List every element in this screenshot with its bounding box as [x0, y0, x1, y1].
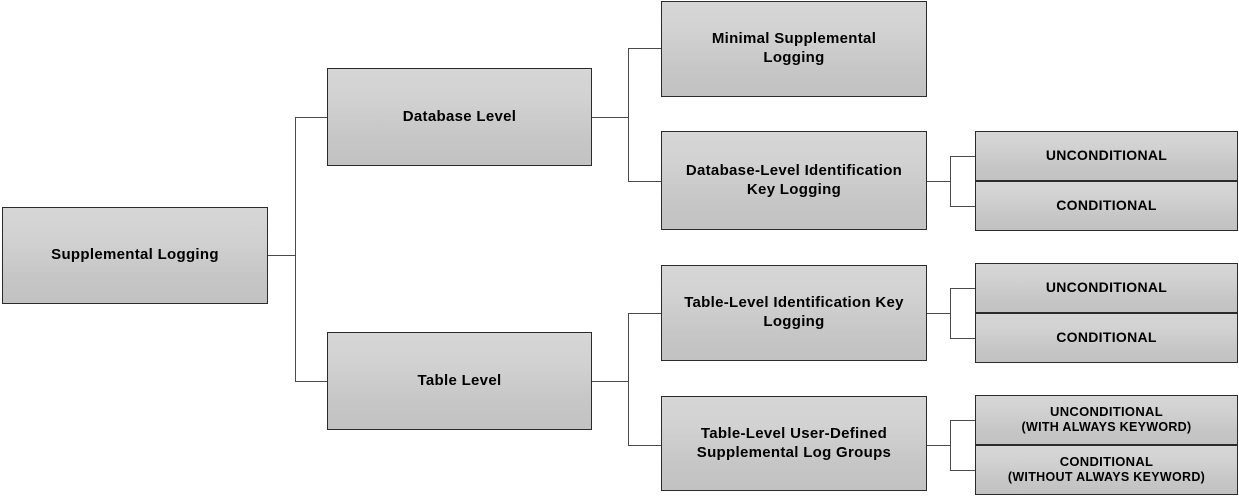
- connector-table-level-trunk: [628, 313, 629, 446]
- node-table-key-conditional[interactable]: CONDITIONAL: [975, 313, 1238, 363]
- node-label: CONDITIONAL: [1056, 197, 1157, 214]
- node-label: Database-Level Identification Key Loggin…: [685, 161, 903, 198]
- connector-log-groups-trunk: [950, 420, 951, 470]
- connector-table-key-stub: [927, 313, 951, 314]
- connector-to-table-level: [295, 381, 328, 382]
- node-label: CONDITIONAL: [1059, 454, 1154, 470]
- connector-db-key-to-unconditional: [950, 156, 976, 157]
- node-label: Table-Level User-Defined Supplemental Lo…: [696, 424, 892, 461]
- node-log-groups-unconditional[interactable]: UNCONDITIONAL (WITH ALWAYS KEYWORD): [975, 395, 1238, 445]
- node-label-wrap: CONDITIONAL (WITHOUT ALWAYS KEYWORD): [1000, 438, 1213, 498]
- connector-log-groups-stub: [927, 445, 951, 446]
- node-label: UNCONDITIONAL: [1045, 147, 1168, 164]
- node-database-level[interactable]: Database Level: [327, 68, 592, 166]
- connector-db-key-trunk: [950, 156, 951, 206]
- node-label-wrap: UNCONDITIONAL (WITH ALWAYS KEYWORD): [1014, 388, 1200, 452]
- node-label: Database Level: [402, 107, 517, 125]
- node-label: Table-Level Identification Key Logging: [684, 294, 904, 330]
- connector-to-minimal-supplemental-logging: [628, 48, 662, 49]
- connector-table-key-to-conditional: [950, 338, 976, 339]
- connector-to-table-identification-key-logging: [628, 313, 662, 314]
- node-label: Table Level: [417, 371, 502, 389]
- node-label: Minimal Supplemental Logging: [711, 30, 877, 66]
- connector-to-database-identification-key-logging: [628, 181, 662, 182]
- connector-db-key-to-conditional: [950, 206, 976, 207]
- node-minimal-supplemental-logging[interactable]: Minimal Supplemental Logging: [661, 1, 927, 97]
- connector-database-level-stub: [592, 117, 629, 118]
- node-table-level[interactable]: Table Level: [327, 332, 592, 430]
- connector-to-database-level: [295, 117, 328, 118]
- connector-table-key-trunk: [950, 288, 951, 338]
- connector-root-trunk: [295, 117, 296, 382]
- node-label: CONDITIONAL: [1056, 329, 1157, 346]
- node-supplemental-logging[interactable]: Supplemental Logging: [2, 207, 268, 304]
- node-sublabel: (WITHOUT ALWAYS KEYWORD): [1007, 470, 1206, 485]
- connector-table-key-to-unconditional: [950, 288, 976, 289]
- node-log-groups-conditional[interactable]: CONDITIONAL (WITHOUT ALWAYS KEYWORD): [975, 445, 1238, 495]
- connector-database-level-trunk: [628, 48, 629, 182]
- node-db-key-unconditional[interactable]: UNCONDITIONAL: [975, 131, 1238, 181]
- connector-table-level-stub: [592, 381, 629, 382]
- node-label: UNCONDITIONAL: [1045, 279, 1168, 296]
- connector-root-stub: [268, 255, 296, 256]
- node-table-level-user-defined-supplemental-log-groups[interactable]: Table-Level User-Defined Supplemental Lo…: [661, 396, 927, 491]
- node-database-level-identification-key-logging[interactable]: Database-Level Identification Key Loggin…: [661, 131, 927, 230]
- node-sublabel: (WITH ALWAYS KEYWORD): [1021, 420, 1192, 435]
- node-db-key-conditional[interactable]: CONDITIONAL: [975, 181, 1238, 231]
- connector-to-table-user-defined-log-groups: [628, 445, 662, 446]
- connector-log-groups-to-unconditional: [950, 420, 976, 421]
- connector-db-key-stub: [927, 181, 951, 182]
- node-table-level-identification-key-logging[interactable]: Table-Level Identification Key Logging: [661, 265, 927, 361]
- node-label: UNCONDITIONAL: [1050, 404, 1163, 420]
- node-label: Supplemental Logging: [51, 246, 219, 264]
- node-table-key-unconditional[interactable]: UNCONDITIONAL: [975, 263, 1238, 313]
- connector-log-groups-to-conditional: [950, 470, 976, 471]
